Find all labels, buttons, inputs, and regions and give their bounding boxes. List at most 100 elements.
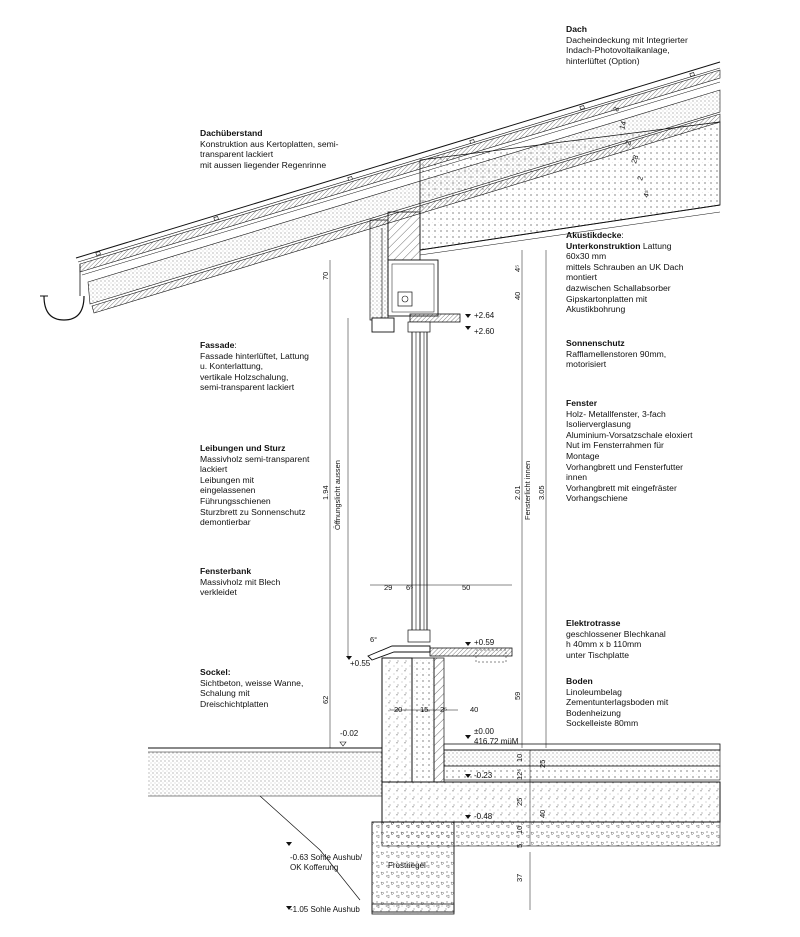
note-sockel-line: Sichtbeton, weisse Wanne, <box>200 677 304 688</box>
note-dach: Dach Dacheindeckung mit Integrierter Ind… <box>566 24 688 66</box>
dim-62: 62 <box>321 696 330 704</box>
note-fassade-line: vertikale Holzschalung, <box>200 371 289 382</box>
frostriegel-label: Frostriegel <box>388 861 426 870</box>
dim-roof-8: 8 <box>611 106 621 113</box>
dim-40a: 40 <box>513 292 522 300</box>
note-leibungen-line: Sturzbrett zu Sonnenschutz <box>200 506 306 517</box>
level-plus-055: +0.55 <box>350 659 371 668</box>
note-sockel-title: Sockel: <box>200 667 231 677</box>
note-fassade-line: semi-transparent lackiert <box>200 382 295 393</box>
level-plus-059: +0.59 <box>474 638 495 647</box>
note-elektrotrasse-line: geschlossener Blechkanal <box>566 628 666 639</box>
dim-20: 20 <box>394 705 402 714</box>
note-leibungen-line: Führungsschienen <box>200 495 271 506</box>
dim-roof-28: 28 <box>629 154 640 165</box>
note-akustikdecke-line: Akustikbohrung <box>566 304 626 315</box>
dim-25c: 25 <box>515 798 524 806</box>
note-elektrotrasse: Elektrotrasse geschlossener Blechkanal h… <box>566 618 666 660</box>
note-fenster-line: Montage <box>566 450 600 461</box>
terrain <box>148 747 455 915</box>
note-fenster-line: Isolierverglasung <box>566 419 631 430</box>
level-sohle-063-b: OK Kofferung <box>290 863 338 872</box>
note-fassade: Fassade: Fassade hinterlüftet, Lattung u… <box>200 340 309 393</box>
note-boden-line: Zementunterlagsboden mit <box>566 697 669 708</box>
note-boden-line: Sockelleiste 80mm <box>566 718 639 729</box>
level-minus-048: -0.48 <box>474 812 493 821</box>
window-sill <box>367 645 513 663</box>
note-leibungen: Leibungen und Sturz Massivholz semi-tran… <box>200 443 309 528</box>
level-plus-260: +2.60 <box>474 327 495 336</box>
level-texts: +2.64 +2.60 +0.59 +0.55 -0.02 ±0.00 416.… <box>290 311 519 914</box>
note-fenster-line: Nut im Fensterrahmen für <box>566 440 664 451</box>
note-leibungen-line: Massivholz semi-transparent <box>200 453 310 464</box>
lintel-construction <box>369 211 461 333</box>
note-fenster: Fenster Holz- Metallfenster, 3-fach Isol… <box>566 398 693 504</box>
dim-15: 15 <box>420 705 428 714</box>
dim-opening-outside: Öffnungslicht aussen <box>333 460 342 530</box>
dim-frame-inside: Fensterlicht innen <box>523 461 532 520</box>
note-akustikdecke-line: montiert <box>566 272 598 283</box>
dim-305: 3.05 <box>537 485 546 500</box>
dim-roof-2a: 2 <box>623 140 633 147</box>
dim-40b: 40 <box>470 705 478 714</box>
dim-70: 70 <box>321 272 330 280</box>
note-akustikdecke-title: Akustikdecke <box>566 230 622 240</box>
dim-25a: 2⁵ <box>440 705 447 714</box>
note-dach-line: hinterlüftet (Option) <box>566 55 640 66</box>
note-sockel-line: Schalung mit <box>200 688 250 699</box>
note-akustikdecke-subtitle: Unterkonstruktion <box>566 240 641 251</box>
note-dachueberstand: Dachüberstand Konstruktion aus Kertoplat… <box>200 128 339 170</box>
note-elektrotrasse-line: h 40mm x b 110mm <box>566 639 642 650</box>
dim-50: 50 <box>462 583 470 592</box>
level-plus-264: +2.64 <box>474 311 495 320</box>
note-dachueberstand-title: Dachüberstand <box>200 128 263 138</box>
note-fenster-line: Vorhangbrett und Fensterfutter <box>566 461 684 472</box>
dim-59: 59 <box>513 692 522 700</box>
plinth-wall <box>381 657 445 783</box>
dim-roof-2b: 2 <box>635 175 645 182</box>
dimension-lines <box>329 250 547 910</box>
dim-5: 5 <box>515 844 524 848</box>
note-dach-title: Dach <box>566 24 588 34</box>
dim-45: 4⁵ <box>513 265 522 272</box>
dim-25b: 25 <box>538 760 547 768</box>
note-boden-line: Linoleumbelag <box>566 686 622 697</box>
level-sohle-105: -1.05 Sohle Aushub <box>290 905 360 914</box>
dim-29: 29 <box>384 583 392 592</box>
note-dachueberstand-line: Konstruktion aus Kertoplatten, semi- <box>200 138 339 149</box>
note-fensterbank-line: verkleidet <box>200 587 237 598</box>
dimension-texts: 8 14 2 28 2 4⁵ 70 1.94 Öffnungslicht aus… <box>321 106 652 882</box>
note-akustikdecke-line: mittels Schrauben an UK Dach <box>566 261 684 272</box>
dim-201: 2.01 <box>513 485 522 500</box>
note-boden-line: Bodenheizung <box>566 707 621 718</box>
note-sockel: Sockel: Sichtbeton, weisse Wanne, Schalu… <box>200 667 303 709</box>
level-minus-023: -0.23 <box>474 771 493 780</box>
note-dachueberstand-line: mit aussen liegender Regenrinne <box>200 159 327 170</box>
note-boden-title: Boden <box>566 676 593 686</box>
note-fensterbank-title: Fensterbank <box>200 566 252 576</box>
note-fassade-line: Fassade hinterlüftet, Lattung <box>200 350 309 361</box>
note-akustikdecke: Akustikdecke: Unterkonstruktion Lattung … <box>566 230 684 315</box>
level-zero: ±0.00 <box>474 727 495 736</box>
dim-6deg: 6° <box>370 635 377 644</box>
level-minus-002: -0.02 <box>340 729 359 738</box>
note-fenster-title: Fenster <box>566 398 598 408</box>
dim-40c: 40 <box>538 810 547 818</box>
note-fenster-line: Vorhangschiene <box>566 493 628 504</box>
note-akustikdecke-sub-suffix: Lattung <box>640 240 672 251</box>
dim-194: 1.94 <box>321 485 330 500</box>
note-leibungen-title: Leibungen und Sturz <box>200 443 286 453</box>
dim-65: 6⁵ <box>406 583 413 592</box>
note-akustikdecke-line: dazwischen Schallabsorber <box>566 282 671 293</box>
note-fenster-line: Aluminium-Vorsatzschale eloxiert <box>566 429 693 440</box>
note-fensterbank: Fensterbank Massivholz mit Blech verklei… <box>200 566 280 598</box>
note-leibungen-line: Leibungen mit <box>200 474 254 485</box>
note-fassade-line: u. Konterlattung, <box>200 361 264 372</box>
note-fenster-line: Vorhangbrett mit eingefräster <box>566 482 677 493</box>
note-sonnenschutz-title: Sonnenschutz <box>566 338 625 348</box>
note-fenster-line: innen <box>566 472 588 483</box>
dim-37: 37 <box>515 874 524 882</box>
level-zero-abs: 416.72 müM <box>474 737 519 746</box>
